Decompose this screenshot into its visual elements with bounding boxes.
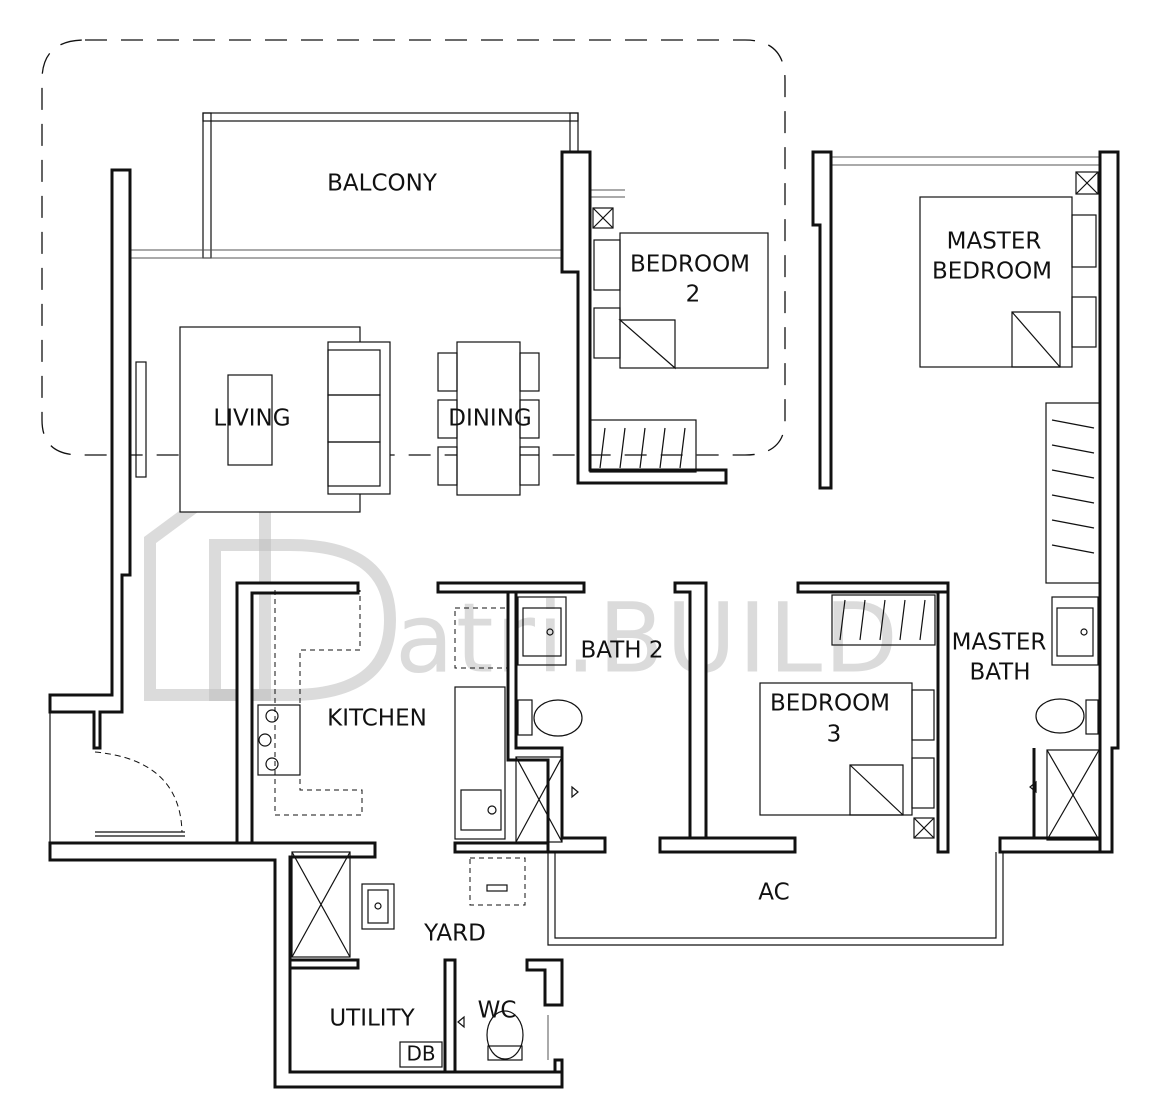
label-master-bath-line1: MASTER: [952, 630, 1047, 656]
bedroom2-furniture: [589, 207, 769, 473]
watermark: atri.BUILD: [144, 443, 900, 701]
room-labels: BALCONY BEDROOM 2 MASTER BEDROOM LIVING …: [213, 171, 1052, 1066]
bath2-fixtures: [515, 596, 583, 843]
label-master-bedroom-line1: MASTER: [947, 229, 1042, 255]
label-db: DB: [406, 1042, 435, 1066]
label-master-bedroom-line2: BEDROOM: [932, 259, 1052, 285]
master-bedroom-furniture: [919, 171, 1101, 584]
label-bath2: BATH 2: [580, 638, 663, 664]
label-yard: YARD: [423, 921, 486, 947]
walls: [48, 150, 1120, 1089]
main-door: [94, 751, 185, 837]
label-bedroom3-line1: BEDROOM: [770, 691, 890, 717]
label-bedroom2-line1: BEDROOM: [630, 252, 750, 278]
label-balcony: BALCONY: [327, 171, 438, 197]
label-ac: AC: [758, 880, 789, 906]
watermark-text: atri.BUILD: [395, 582, 900, 694]
label-kitchen: KITCHEN: [327, 706, 427, 732]
label-bedroom2-line2: 2: [686, 282, 701, 308]
dining-furniture: [437, 341, 540, 496]
label-bedroom3-line2: 3: [827, 722, 842, 748]
bedroom3-furniture: [759, 594, 936, 839]
living-furniture: [135, 326, 391, 513]
master-bath-fixtures: [1029, 596, 1100, 841]
ac-ledge: [547, 852, 1004, 946]
label-master-bath-line2: BATH: [969, 660, 1030, 686]
pes-boundary: [41, 39, 786, 456]
label-utility: UTILITY: [329, 1006, 415, 1032]
label-wc: WC: [478, 998, 517, 1024]
watermark-d-icon: [209, 539, 397, 701]
balcony-railing: [130, 112, 1100, 259]
service-fixtures: [291, 851, 549, 1068]
kitchen-furniture: [257, 590, 526, 906]
label-living: LIVING: [213, 406, 290, 432]
label-dining: DINING: [448, 406, 532, 432]
